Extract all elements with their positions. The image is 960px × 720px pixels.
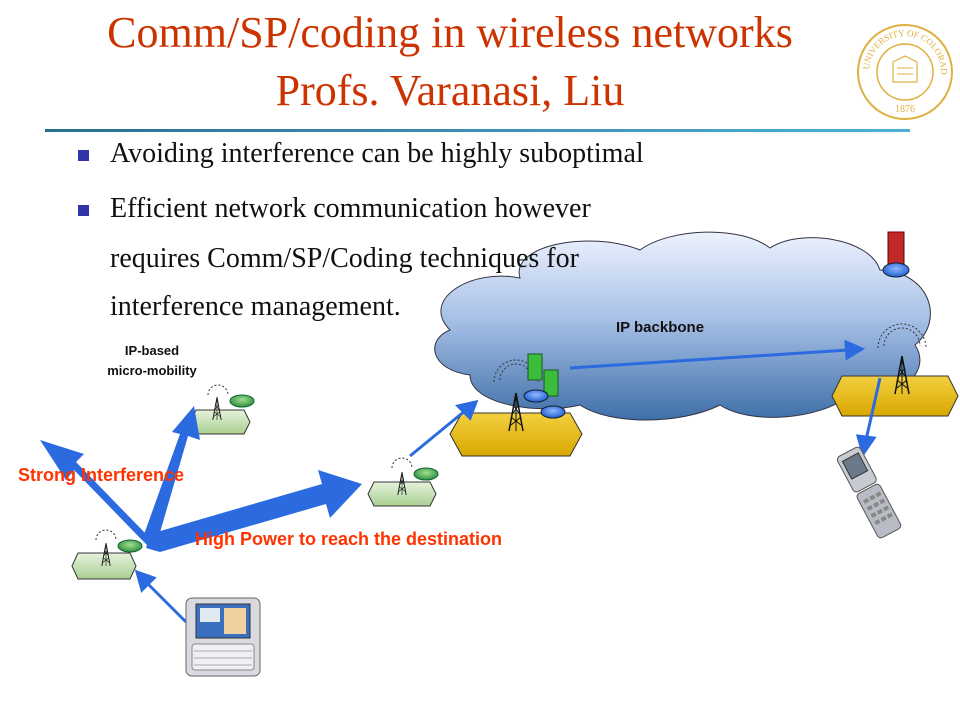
signal-arrows bbox=[134, 339, 882, 624]
university-seal-icon: UNIVERSITY OF COLORADO 1876 bbox=[855, 22, 953, 120]
bullet-2-line-1: Efficient network communication however bbox=[110, 193, 591, 224]
seal-year: 1876 bbox=[895, 104, 915, 115]
bullet-marker bbox=[78, 205, 89, 216]
slide-title-line2: Profs. Varanasi, Liu bbox=[275, 66, 625, 115]
base-station-left bbox=[493, 359, 539, 432]
ip-backbone-cloud bbox=[434, 231, 931, 421]
mobility-label-line2: micro-mobility bbox=[107, 363, 197, 378]
micro-node-lower bbox=[71, 529, 143, 580]
access-platform-left bbox=[449, 412, 583, 457]
title-divider bbox=[45, 129, 910, 132]
bullet-2-line-3: interference management. bbox=[110, 291, 401, 322]
bullet-1-line-1: Avoiding interference can be highly subo… bbox=[110, 138, 644, 169]
mobility-label-line1: IP-based bbox=[125, 343, 179, 358]
high-power-label: High Power to reach the destination bbox=[195, 529, 502, 549]
bullet-2-line-2: requires Comm/SP/Coding techniques for bbox=[110, 243, 579, 274]
access-platform-right bbox=[831, 375, 959, 417]
strong-interference-label: Strong Interference bbox=[18, 465, 184, 485]
backbone-router-left bbox=[523, 353, 566, 419]
micro-node-upper bbox=[189, 384, 255, 435]
micro-node-middle bbox=[367, 457, 439, 507]
mobile-phone-icon bbox=[836, 446, 902, 539]
interference-arrows bbox=[40, 406, 362, 552]
ip-backbone-label: IP backbone bbox=[616, 319, 704, 336]
handheld-device-icon bbox=[185, 597, 261, 677]
gateway-router-right bbox=[882, 231, 910, 278]
slide-title-line1: Comm/SP/coding in wireless networks bbox=[107, 8, 793, 57]
base-station-right bbox=[877, 323, 927, 395]
bullet-marker bbox=[78, 150, 89, 161]
